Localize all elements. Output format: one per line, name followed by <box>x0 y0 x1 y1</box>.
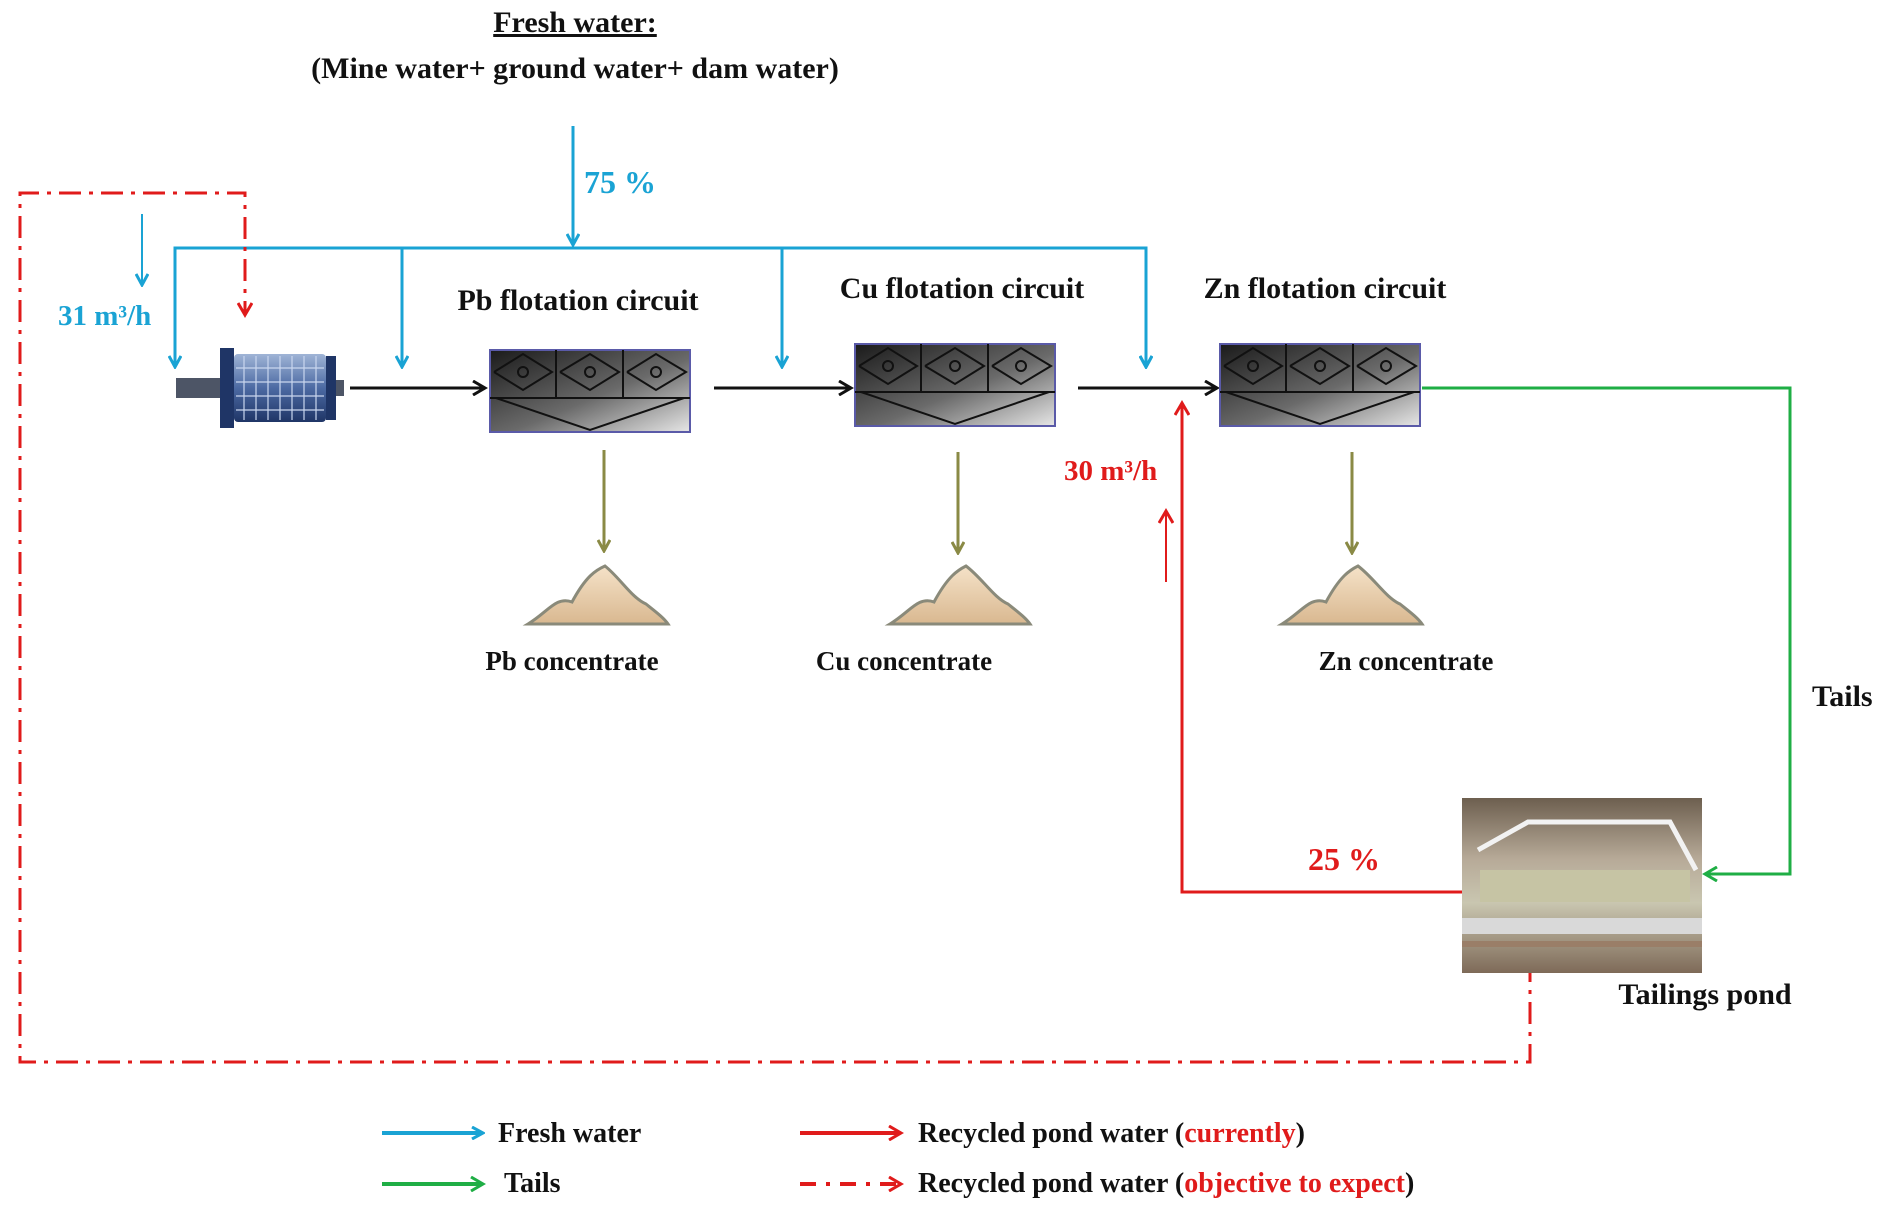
legend-recycled-expected-label: Recycled pond water (objective to expect… <box>918 1168 1414 1199</box>
grinding-mill <box>176 348 344 428</box>
tails-line <box>1422 386 1792 874</box>
legend-recycled-expected-suffix: ) <box>1405 1168 1414 1199</box>
legend-tails-label: Tails <box>504 1168 561 1199</box>
legend-recycled-current-prefix: Recycled pond water ( <box>918 1118 1184 1149</box>
pb-concentrate-label: Pb concentrate <box>485 646 658 676</box>
mill-flow-label: 31 m³/h <box>58 300 151 332</box>
legend-recycled-current-note: currently <box>1184 1118 1295 1149</box>
fresh-water-share: 75 % <box>584 164 656 200</box>
zn-circuit-label: Zn flotation circuit <box>1204 272 1447 305</box>
recycle-flow-label: 30 m³/h <box>1064 455 1157 487</box>
legend-recycled-current-label: Recycled pond water (currently) <box>918 1118 1305 1149</box>
legend-recycled-expected-prefix: Recycled pond water ( <box>918 1168 1184 1199</box>
legend-fresh-label: Fresh water <box>498 1118 641 1149</box>
cu-concentrate-label: Cu concentrate <box>816 646 992 676</box>
cu-flotation-cell <box>854 343 1056 427</box>
cu-circuit-label: Cu flotation circuit <box>840 272 1084 305</box>
tailings-pond-image <box>1462 798 1702 973</box>
fresh-water-lines <box>142 126 1146 366</box>
fresh-water-sources: (Mine water+ ground water+ dam water) <box>311 52 839 85</box>
pb-concentrate-pile <box>522 564 671 626</box>
legend-recycled-current-suffix: ) <box>1296 1118 1305 1149</box>
tails-label: Tails <box>1812 680 1873 713</box>
recycle-current-line <box>1182 404 1462 894</box>
zn-concentrate-label: Zn concentrate <box>1319 646 1494 676</box>
zn-flotation-cell <box>1219 343 1421 427</box>
pb-circuit-label: Pb flotation circuit <box>457 284 698 317</box>
fresh-water-title: Fresh water: <box>493 6 657 39</box>
recycle-share-label: 25 % <box>1308 841 1380 877</box>
legend-recycled-expected-note: objective to expect <box>1184 1168 1405 1199</box>
concentrate-arrows <box>604 450 1352 552</box>
legend: Fresh water Tails Recycled pond water (c… <box>382 1118 1414 1199</box>
recycle-expected-loop <box>18 191 1532 1064</box>
pb-flotation-cell <box>489 349 691 433</box>
cu-concentrate-pile <box>884 564 1033 626</box>
tailings-pond-label: Tailings pond <box>1618 978 1791 1011</box>
zn-concentrate-pile <box>1276 564 1425 626</box>
